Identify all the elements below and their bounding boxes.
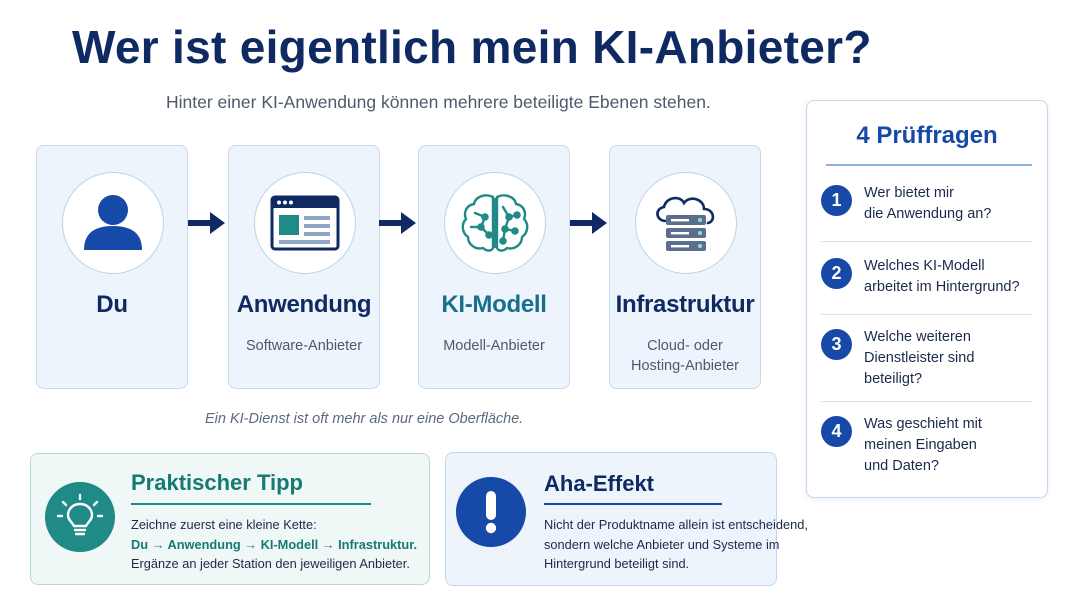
question-number-badge: 4 xyxy=(821,416,852,447)
arrow-right-icon xyxy=(188,212,225,234)
user-icon xyxy=(62,172,164,274)
question-line: Dienstleister sind xyxy=(864,350,975,366)
app-window-icon xyxy=(254,172,356,274)
aha-line: Hintergrund beteiligt sind. xyxy=(544,556,690,571)
arrow-right-icon xyxy=(379,212,416,234)
chain-card-title: KI-Modell xyxy=(441,291,547,318)
question-separator xyxy=(821,401,1033,402)
chain-card-title: Anwendung xyxy=(236,291,372,318)
question-line: die Anwendung an? xyxy=(864,206,992,222)
aha-heading: Aha-Effekt xyxy=(544,471,655,496)
chain-card-role: Cloud- oder Hosting-Anbieter xyxy=(616,336,754,376)
chain-card-application: Anwendung Software-Anbieter xyxy=(228,145,380,389)
practical-tip-box: Praktischer Tipp Zeichne zuerst eine kle… xyxy=(30,453,430,585)
chain-card-user: Du xyxy=(36,145,188,389)
question-line: und Daten? xyxy=(864,458,939,474)
question-number-badge: 2 xyxy=(821,258,852,289)
diagram-caption: Ein KI-Dienst ist oft mehr als nur eine … xyxy=(205,411,524,427)
question-separator xyxy=(821,314,1033,315)
question-text: Welche weiteren Dienstleister sind betei… xyxy=(864,327,974,390)
question-text: Welches KI-Modell arbeitet im Hintergrun… xyxy=(864,256,1020,298)
question-text: Wer bietet mir die Anwendung an? xyxy=(864,183,991,225)
check-questions-panel: 4 Prüffragen 1 Wer bietet mir die Anwend… xyxy=(806,100,1048,498)
arrow-right-icon xyxy=(570,212,607,234)
question-line: Wer bietet mir xyxy=(864,185,954,201)
tip-chain-line: Du → Anwendung → KI-Modell → Infrastrukt… xyxy=(131,536,418,552)
chain-card-ai-model: KI-Modell Modell-Anbieter xyxy=(418,145,570,389)
role-line: Cloud- oder xyxy=(647,338,723,354)
page-subtitle: Hinter einer KI-Anwendung können mehrere… xyxy=(166,92,711,112)
questions-divider xyxy=(826,164,1032,166)
aha-line: sondern welche Anbieter und Systeme im xyxy=(544,536,780,552)
question-line: Welche weiteren xyxy=(864,329,971,345)
question-line: Was geschieht mit xyxy=(864,416,982,432)
tip-divider xyxy=(131,503,371,505)
aha-effect-box: Aha-Effekt Nicht der Produktname allein … xyxy=(445,452,808,586)
chain-card-infrastructure: Infrastruktur Cloud- oder Hosting-Anbiet… xyxy=(609,145,761,389)
aha-line: Nicht der Produktname allein ist entsche… xyxy=(544,517,808,532)
lightbulb-icon xyxy=(45,482,115,552)
question-line: beteiligt? xyxy=(864,371,923,387)
tip-line: Zeichne zuerst eine kleine Kette: xyxy=(131,517,317,532)
tip-heading: Praktischer Tipp xyxy=(131,470,303,495)
aha-text: Nicht der Produktname allein ist entsche… xyxy=(544,515,808,574)
brain-network-icon xyxy=(444,172,546,274)
question-number-badge: 1 xyxy=(821,185,852,216)
aha-divider xyxy=(544,503,722,505)
page-title: Wer ist eigentlich mein KI-Anbieter? xyxy=(72,21,872,73)
question-text: Was geschieht mit meinen Eingaben und Da… xyxy=(864,414,982,477)
question-line: meinen Eingaben xyxy=(864,437,977,453)
chain-card-title: Infrastruktur xyxy=(615,291,755,318)
question-number-badge: 3 xyxy=(821,329,852,360)
chain-card-role: Software-Anbieter xyxy=(245,338,363,354)
tip-text: Zeichne zuerst eine kleine Kette: Du → A… xyxy=(131,515,417,574)
questions-heading: 4 Prüffragen xyxy=(856,122,998,149)
exclamation-icon xyxy=(456,477,526,547)
question-separator xyxy=(821,241,1033,242)
chain-card-title: Du xyxy=(96,291,128,318)
role-line: Hosting-Anbieter xyxy=(631,358,739,374)
question-line: arbeitet im Hintergrund? xyxy=(864,279,1020,295)
tip-line: Ergänze an jeder Station den jeweiligen … xyxy=(131,556,410,571)
question-line: Welches KI-Modell xyxy=(864,258,985,274)
cloud-server-icon xyxy=(635,172,737,274)
chain-card-role: Modell-Anbieter xyxy=(443,338,545,354)
